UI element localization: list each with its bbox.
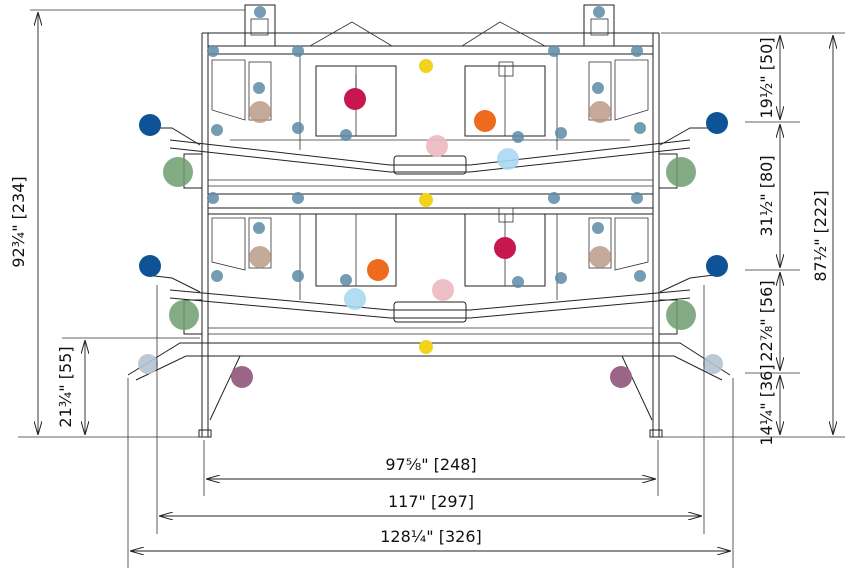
green-marker (666, 157, 696, 187)
tier-3-height-label: 22⅞" [56] (757, 280, 776, 361)
steel-marker (631, 192, 643, 204)
steel-marker (512, 131, 524, 143)
pink-marker (426, 135, 448, 157)
orange-marker (474, 110, 496, 132)
green-marker (666, 300, 696, 330)
crimson-marker (494, 237, 516, 259)
brown-marker (249, 246, 271, 268)
steel-marker (292, 270, 304, 282)
steel-marker (548, 192, 560, 204)
navy-marker (706, 112, 728, 134)
steel-marker (593, 6, 605, 18)
pink-marker (432, 279, 454, 301)
steel-marker (634, 270, 646, 282)
yellow-marker (419, 340, 433, 354)
tier-4-height-label: 14¼" [36] (757, 364, 776, 445)
steel-marker (512, 276, 524, 288)
yellow-marker (419, 193, 433, 207)
steel-marker (592, 222, 604, 234)
steel-marker (548, 45, 560, 57)
mid-width-label: 117" [297] (388, 492, 474, 511)
navy-marker (706, 255, 728, 277)
gray-blue-marker (138, 354, 158, 374)
steel-marker (211, 270, 223, 282)
frame-structure (198, 4, 663, 438)
steel-marker (340, 129, 352, 141)
steel-marker (631, 45, 643, 57)
steel-marker (211, 124, 223, 136)
steel-marker (555, 272, 567, 284)
light-blue-marker (344, 288, 366, 310)
upper-tier (146, 54, 714, 189)
navy-marker (139, 114, 161, 136)
steel-marker (340, 274, 352, 286)
green-marker (163, 157, 193, 187)
overall-width-label: 128¼" [326] (380, 527, 482, 546)
steel-marker (292, 45, 304, 57)
steel-marker (592, 82, 604, 94)
steel-marker (253, 82, 265, 94)
overall-height-label: 92¾" [234] (9, 176, 28, 267)
brown-marker (589, 246, 611, 268)
steel-marker (207, 45, 219, 57)
plum-marker (610, 366, 632, 388)
steel-marker (253, 222, 265, 234)
orange-marker (367, 259, 389, 281)
steel-marker (292, 192, 304, 204)
tier-2-height-label: 31½" [80] (757, 155, 776, 236)
frame-height-label: 87½" [222] (811, 190, 830, 281)
lower-tier (145, 207, 715, 335)
dimension-lines (18, 9, 845, 568)
green-marker (169, 300, 199, 330)
brown-marker (249, 101, 271, 123)
steel-marker (207, 192, 219, 204)
base-height-label: 21¾" [55] (56, 346, 75, 427)
steel-marker (555, 127, 567, 139)
light-blue-marker (497, 148, 519, 170)
gray-blue-marker (703, 354, 723, 374)
steel-marker (292, 122, 304, 134)
inner-width-label: 97⅝" [248] (385, 455, 476, 474)
tier-1-height-label: 19½" [50] (757, 37, 776, 118)
navy-marker (139, 255, 161, 277)
steel-marker (254, 6, 266, 18)
color-markers (138, 6, 728, 388)
plum-marker (231, 366, 253, 388)
brown-marker (589, 101, 611, 123)
yellow-marker (419, 59, 433, 73)
steel-marker (634, 122, 646, 134)
crimson-marker (344, 88, 366, 110)
